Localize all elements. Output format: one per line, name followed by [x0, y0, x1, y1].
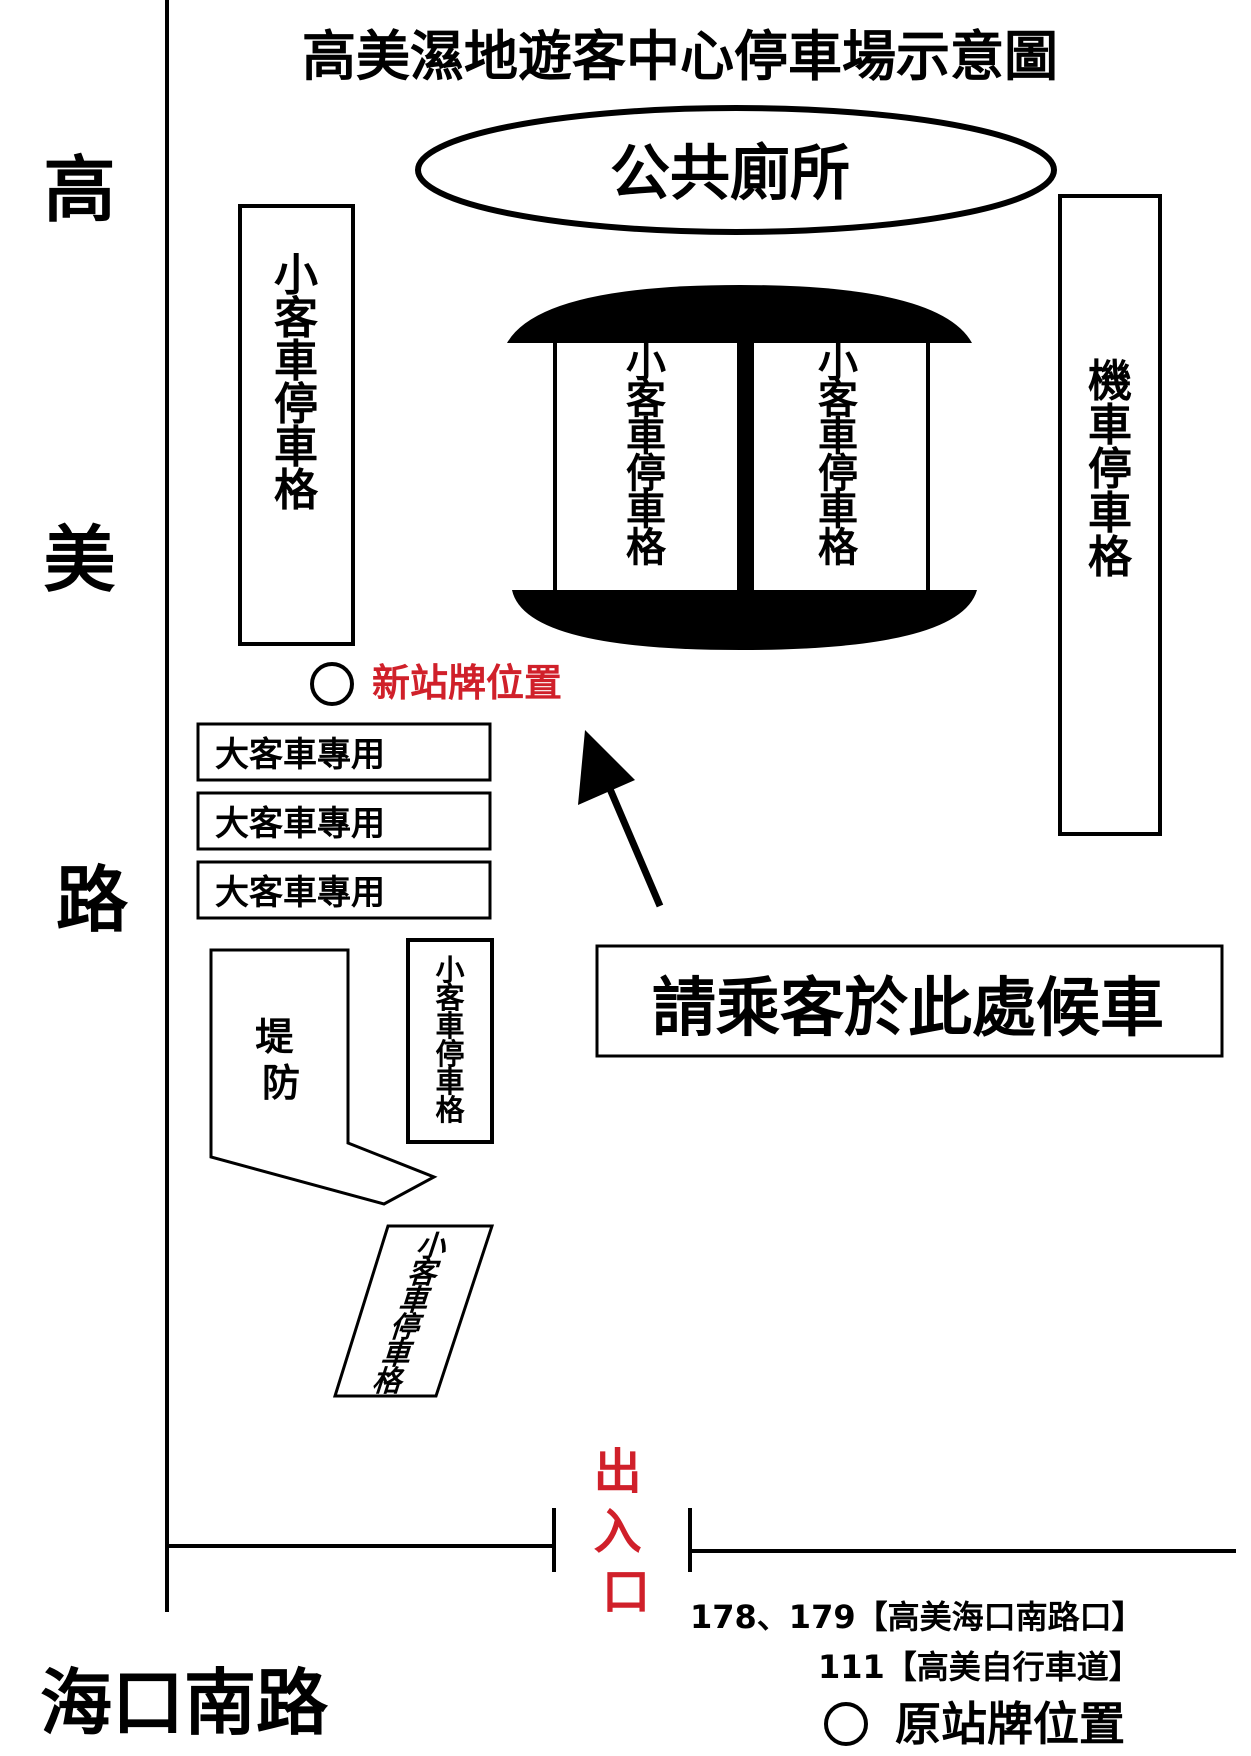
bus-bay-1: 大客車專用 — [196, 722, 492, 782]
wait-notice-label: 請乘客於此處候車 — [652, 972, 1164, 1046]
restroom-area — [415, 105, 1057, 235]
car-parking-middle-label: 小客車停車格 — [435, 953, 465, 1127]
car-parking-center-right-label: 小客車停車格 — [818, 340, 859, 571]
arrow-head — [578, 730, 635, 805]
scooter-parking-label: 機車停車格 — [1088, 356, 1133, 583]
new-stop-marker — [310, 662, 354, 706]
diagram-title: 高美濕地遊客中心停車場示意圖 — [302, 25, 1058, 88]
road-label-gaomei: 高 美 路 — [43, 148, 140, 942]
entrance-exit-label: 出 入 口 — [594, 1444, 659, 1620]
car-parking-middle — [406, 938, 494, 1144]
central-block-bottom-bar — [512, 590, 977, 650]
bus-bay-3-label: 大客車專用 — [215, 873, 385, 913]
bus-bay-2-label: 大客車專用 — [215, 804, 385, 844]
bus-route-line-1: 178、179【高美海口南路口】 — [690, 1598, 1144, 1636]
bus-bay-1-label: 大客車專用 — [215, 735, 385, 775]
central-block-top-bar — [507, 285, 972, 343]
arrow-shaft — [603, 780, 664, 908]
new-stop-label: 新站牌位置 — [372, 661, 562, 705]
levee-label: 堤 防 — [255, 1015, 306, 1105]
old-stop-label: 原站牌位置 — [895, 1697, 1125, 1751]
old-stop-marker — [824, 1702, 868, 1746]
central-block-divider — [737, 328, 754, 590]
car-parking-left-label: 小客車停車格 — [274, 250, 319, 516]
bus-bay-3: 大客車專用 — [196, 860, 492, 920]
bus-bay-2: 大客車專用 — [196, 791, 492, 851]
bus-route-line-2: 111【高美自行車道】 — [818, 1648, 1141, 1686]
wait-notice-box — [595, 944, 1224, 1058]
road-label-haikou-south: 海口南路 — [40, 1661, 329, 1745]
car-parking-center-left-label: 小客車停車格 — [626, 340, 667, 571]
levee-shape — [209, 948, 438, 1206]
scooter-parking — [1058, 194, 1162, 836]
restroom-label: 公共廁所 — [610, 139, 850, 209]
car-parking-left — [238, 204, 355, 646]
car-parking-slanted — [332, 1224, 495, 1398]
